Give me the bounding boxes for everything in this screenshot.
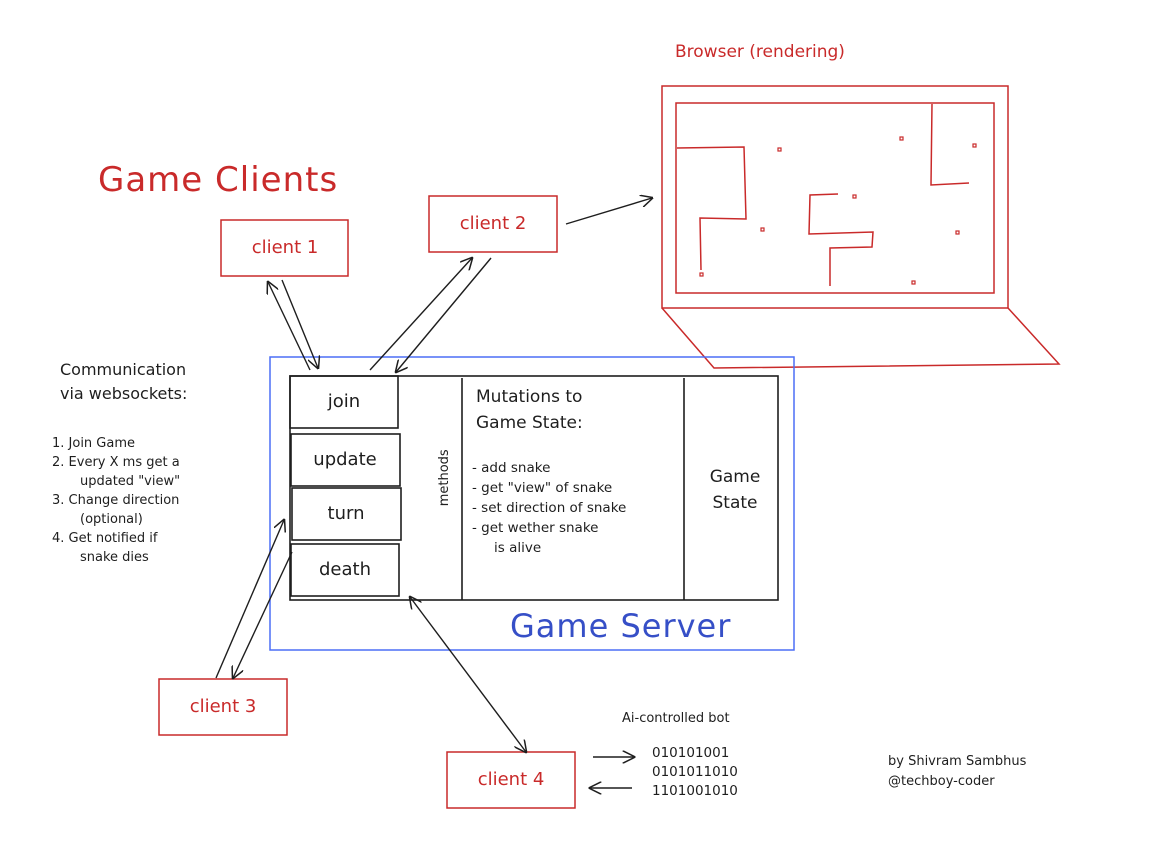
bot-title: Ai-controlled bot: [622, 711, 730, 726]
method-update-box[interactable]: [290, 433, 401, 487]
bit-row: 1101001010: [652, 783, 738, 799]
communication-heading-line1: Communication: [60, 360, 187, 379]
client-1-label: client 1: [251, 237, 319, 258]
arrow-death-to-client3: [233, 551, 293, 678]
method-death-label: death: [319, 559, 371, 580]
food-dot: [777, 147, 782, 152]
step-item: 4. Get notified if: [52, 531, 158, 546]
laptop-screen: [675, 102, 995, 294]
mutation-item: - add snake: [472, 460, 551, 476]
food-dot: [760, 227, 765, 232]
browser-laptop: [661, 85, 1061, 369]
snake-wall: [808, 193, 874, 286]
food-dot: [911, 280, 916, 285]
mutation-item: is alive: [494, 540, 542, 556]
browser-title: Browser (rendering): [675, 42, 845, 62]
game-state-line2: State: [712, 493, 758, 513]
arrow-client1-to-join: [281, 279, 318, 368]
client-3-label: client 3: [189, 696, 257, 717]
game-server-box: [269, 356, 795, 651]
mutations-list: - add snake - get "view" of snake - set …: [472, 458, 626, 558]
food-dots: [699, 136, 977, 285]
step-item: 1. Join Game: [52, 436, 136, 451]
food-dot: [852, 194, 857, 199]
game-server-title: Game Server: [510, 607, 732, 645]
mutation-item: - get "view" of snake: [472, 480, 613, 496]
food-dot: [972, 143, 977, 148]
author-name: by Shivram Sambhus: [888, 754, 1027, 769]
communication-heading: Communication via websockets:: [60, 358, 187, 406]
bit-row: 010101001: [652, 745, 730, 761]
bot-bits: 010101001 0101011010 1101001010: [652, 744, 738, 801]
game-clients-title: Game Clients: [98, 160, 339, 200]
arrow-join-to-client1: [268, 282, 311, 371]
step-item: updated "view": [80, 474, 181, 489]
method-join-label: join: [327, 391, 361, 412]
author-credit: by Shivram Sambhus @techboy-coder: [888, 752, 1026, 792]
communication-steps: 1. Join Game 2. Every X ms get a updated…: [52, 434, 180, 567]
laptop-screen-frame: [661, 85, 1009, 309]
step-item: 3. Change direction: [52, 493, 180, 508]
snake-wall: [676, 146, 747, 271]
method-update-label: update: [313, 449, 377, 470]
arrow-client3-to-turn: [215, 520, 284, 679]
food-dot: [955, 230, 960, 235]
method-join-box[interactable]: [289, 375, 399, 429]
game-state-label: Game State: [700, 464, 770, 516]
client-1-box[interactable]: [220, 219, 349, 277]
arrow-join-to-client2: [369, 258, 472, 371]
arrow-client2-to-join: [396, 257, 492, 372]
mutation-item: - get wether snake: [472, 520, 599, 536]
game-state-line1: Game: [709, 467, 761, 487]
laptop-base: [661, 307, 1061, 369]
client-2-box[interactable]: [428, 195, 558, 253]
step-item: 2. Every X ms get a: [52, 455, 180, 470]
methods-vertical-label: methods: [437, 449, 453, 507]
server-inner-frame: [289, 375, 779, 601]
method-turn-label: turn: [327, 503, 365, 524]
step-item: (optional): [80, 512, 143, 527]
arrow-death-client4: [410, 597, 526, 752]
step-item: snake dies: [80, 550, 149, 565]
client-2-label: client 2: [459, 213, 527, 234]
author-handle: @techboy-coder: [888, 774, 995, 789]
communication-heading-line2: via websockets:: [60, 384, 188, 403]
mutations-title: Mutations to Game State:: [476, 384, 583, 436]
food-dot: [699, 272, 704, 277]
client-4-label: client 4: [477, 769, 545, 790]
method-death-box[interactable]: [290, 543, 400, 597]
client-3-box[interactable]: [158, 678, 288, 736]
method-turn-box[interactable]: [291, 487, 402, 541]
arrow-client2-to-browser: [565, 198, 652, 225]
mutations-title-line1: Mutations to: [476, 387, 583, 407]
bit-row: 0101011010: [652, 764, 738, 780]
mutations-title-line2: Game State:: [476, 413, 583, 433]
mutation-item: - set direction of snake: [472, 500, 627, 516]
snake-wall: [930, 103, 970, 186]
food-dot: [899, 136, 904, 141]
